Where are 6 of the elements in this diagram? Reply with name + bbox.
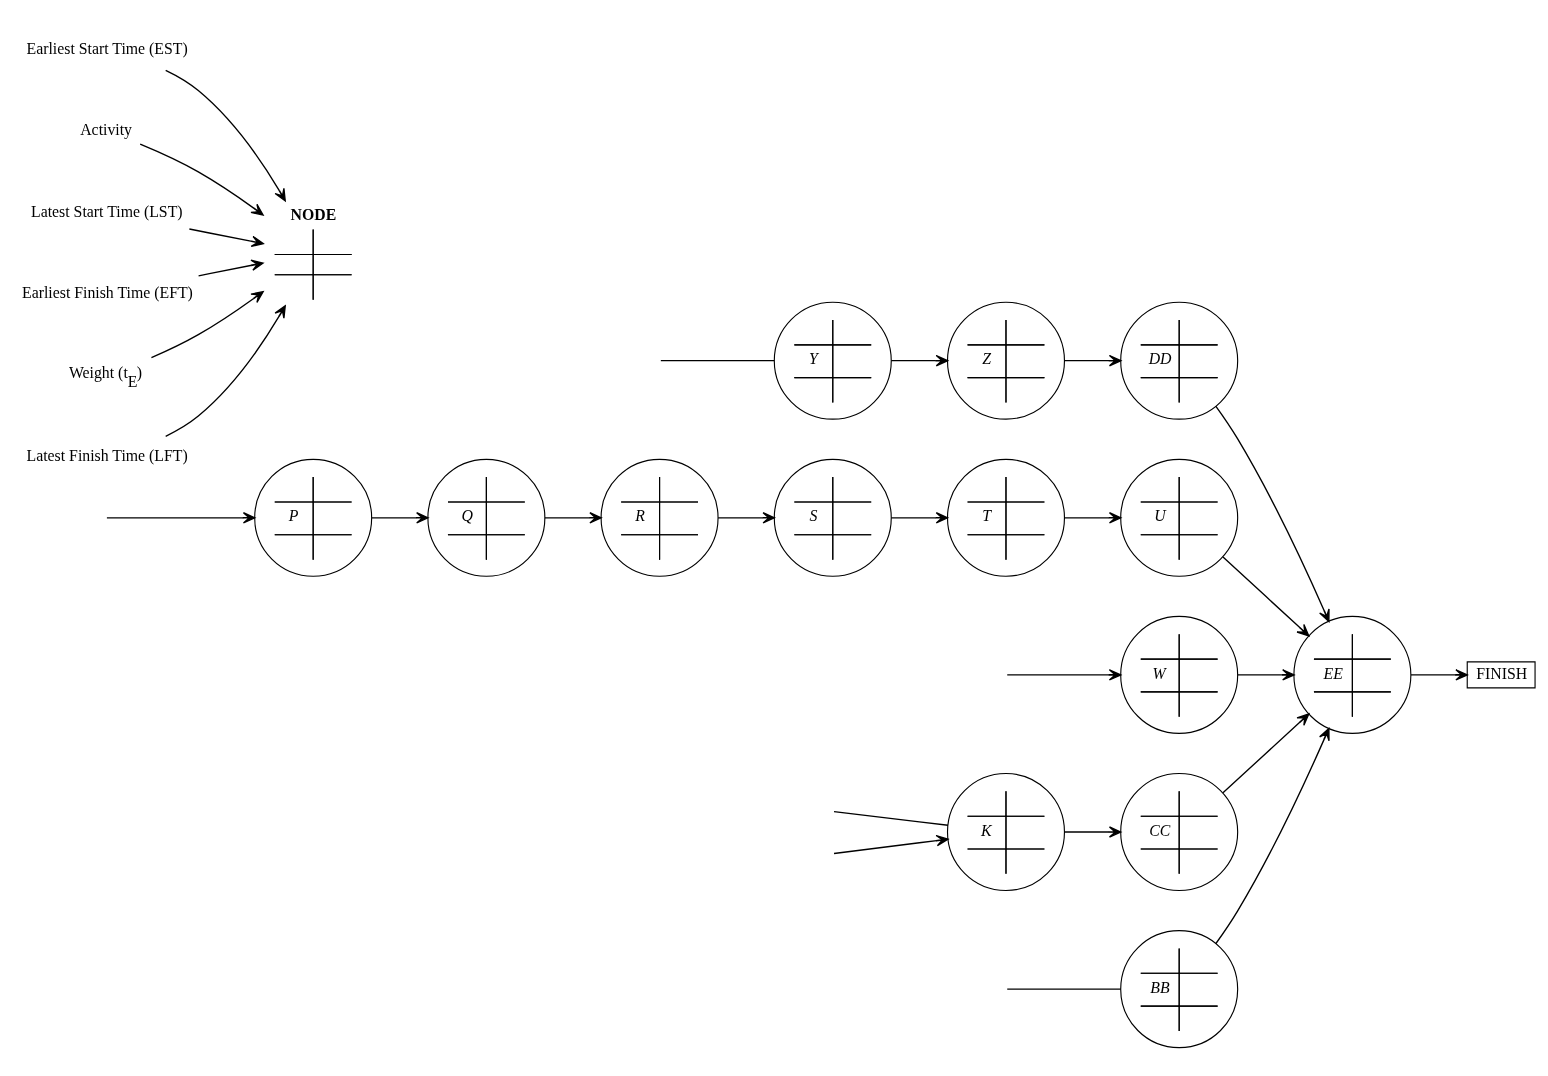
node-text: Activity (80, 120, 133, 138)
node-text: Earliest Start Time (EST) (26, 39, 188, 57)
node-text: Earliest Finish Time (EFT) (21, 283, 193, 301)
node-text: NODE (290, 205, 337, 223)
node-text: Latest Finish Time (LFT) (26, 446, 188, 464)
node-text: Latest Start Time (LST) (31, 202, 183, 220)
